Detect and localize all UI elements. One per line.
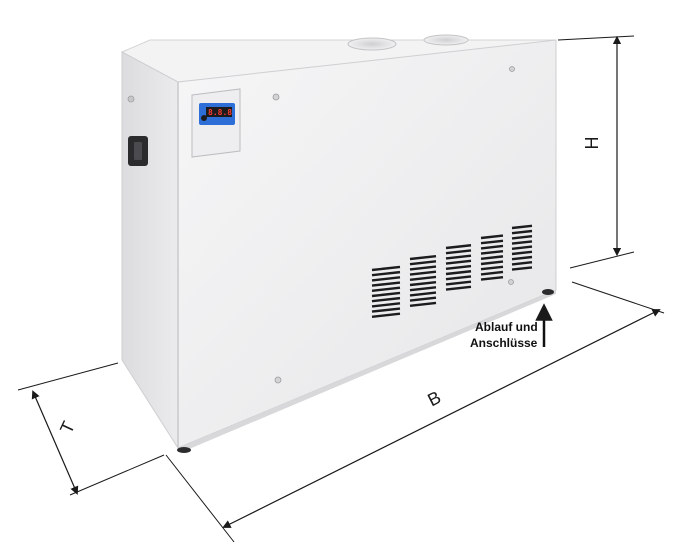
vent-slat — [480, 255, 504, 260]
vent-slat — [371, 281, 401, 287]
vent-slat — [371, 296, 401, 303]
screw-top-left — [272, 93, 280, 101]
vent-slat — [480, 265, 504, 271]
controller-knob — [201, 115, 207, 121]
height-label: H — [582, 137, 602, 150]
vent-slat — [511, 224, 533, 230]
vent-slat — [445, 259, 472, 265]
vent-slat — [409, 260, 437, 266]
vent-slat — [511, 250, 533, 256]
vent-slat — [371, 286, 401, 292]
vent-slat — [409, 301, 437, 307]
vent-slat — [409, 254, 437, 261]
vent-slat — [409, 286, 437, 292]
vent-slat — [445, 254, 472, 260]
vent-slat — [371, 265, 401, 272]
screw-bottom-left — [274, 376, 282, 384]
controller-panel: 8.8.8 — [191, 88, 241, 158]
vent-slat — [409, 270, 437, 276]
screw-bottom-right — [508, 279, 514, 285]
vent-slat — [511, 235, 533, 240]
vent-slat — [371, 291, 401, 298]
vent-slat — [371, 302, 401, 308]
vent-slat — [445, 275, 472, 281]
foot-front-left — [177, 447, 191, 453]
vent-slat — [480, 234, 504, 240]
annotation-line-1: Ablauf und — [475, 320, 538, 334]
display-readout: 8.8.8 — [208, 108, 232, 117]
vent-slat — [480, 275, 504, 281]
vent-slat — [511, 255, 533, 261]
vent-group — [445, 244, 472, 291]
vent-slat — [480, 270, 504, 276]
vent-slat — [445, 249, 472, 255]
screw-top-right — [509, 66, 515, 72]
annotation-line-2: Anschlüsse — [470, 336, 538, 350]
vent-slat — [445, 244, 472, 250]
vent-group — [480, 234, 504, 281]
dimension-height: H — [557, 35, 635, 269]
vent-slat — [409, 296, 437, 302]
vent-slat — [511, 229, 533, 235]
vent-slat — [480, 244, 504, 250]
vent-slat — [445, 264, 472, 270]
vent-slat — [445, 280, 472, 286]
vent-group — [409, 254, 437, 307]
drain-annotation: Ablauf und Anschlüsse — [470, 303, 553, 350]
fan-grille-left — [347, 37, 397, 51]
vent-slat — [511, 245, 533, 250]
width-label: B — [424, 387, 444, 410]
cabinet — [120, 39, 557, 452]
vent-slat — [445, 285, 472, 291]
vent-slat — [511, 261, 533, 266]
vent-slat — [371, 270, 401, 277]
vent-slat — [409, 291, 437, 297]
depth-label: T — [56, 418, 79, 436]
vent-slat — [511, 240, 533, 245]
vent-slat — [409, 265, 437, 271]
vent-slat — [445, 270, 472, 276]
top-fan-grilles — [347, 34, 469, 51]
vent-slat — [511, 266, 533, 271]
vent-slat — [409, 280, 437, 287]
vent-slat — [480, 249, 504, 255]
vent-slat — [409, 275, 437, 281]
cabinet-side — [121, 51, 179, 450]
vent-slat — [480, 260, 504, 266]
foot-front-right — [542, 289, 554, 295]
side-power-switch — [128, 136, 148, 166]
vent-slat — [480, 239, 504, 245]
fan-grille-right — [423, 34, 469, 46]
vent-slat — [371, 276, 401, 282]
vent-group — [511, 224, 533, 271]
cabinet-feet — [177, 289, 554, 453]
side-screw — [127, 95, 135, 103]
